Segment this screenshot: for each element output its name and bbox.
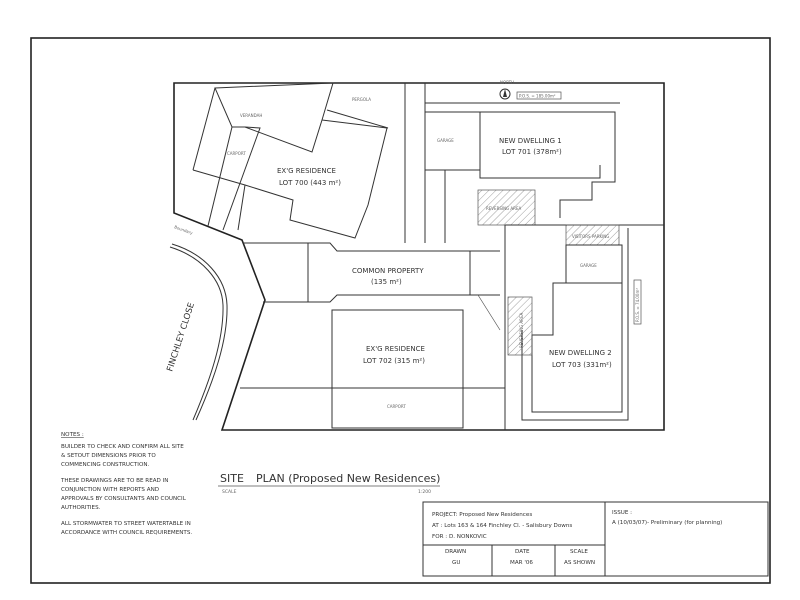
scale-value-block: AS SHOWN <box>564 560 595 566</box>
date-value: MAR '06 <box>510 560 533 566</box>
notes-heading: NOTES : <box>61 432 84 438</box>
note-line: COMMENCING CONSTRUCTION. <box>61 462 150 468</box>
common-property-title: COMMON PROPERTY <box>352 267 424 275</box>
scale-label: SCALE <box>222 489 237 495</box>
scale-value: 1:200 <box>418 489 431 495</box>
note-line: BUILDER TO CHECK AND CONFIRM ALL SITE <box>61 444 184 450</box>
reversing-area-2-label: REVERSING AREA <box>519 313 524 348</box>
lot-701: REVERSING AREA GARAGE NEW DWELLING 1 LOT… <box>424 83 620 243</box>
lot-703-area: LOT 703 (331m²) <box>552 361 612 369</box>
drawn-value: GU <box>452 560 460 566</box>
note-line: ACCORDANCE WITH COUNCIL REQUIREMENTS. <box>61 530 192 536</box>
drawing-title: SITE PLAN (Proposed New Residences) SCAL… <box>218 472 440 495</box>
reversing-area-2 <box>507 296 533 356</box>
pos-2-label: P.O.S. = 74.00m² <box>635 288 640 322</box>
boundary-label: Boundary <box>174 224 194 236</box>
pos-1-label: P.O.S. = 185.00m² <box>519 94 556 99</box>
drawn-label: DRAWN <box>445 549 466 555</box>
note-line: APPROVALS BY CONSULTANTS AND COUNCIL <box>61 496 187 502</box>
north-arrow: NORTH <box>499 80 514 100</box>
note-line: CONJUNCTION WITH REPORTS AND <box>61 487 159 493</box>
project-text: PROJECT: Proposed New Residences <box>432 512 532 518</box>
address-text: AT : Lots 163 & 164 Finchley Cl. - Salis… <box>432 523 572 529</box>
north-label: NORTH <box>500 80 514 85</box>
client-text: FOR : D. NONKOVIC <box>432 534 487 540</box>
road-name: FINCHLEY CLOSE <box>165 301 197 372</box>
note-line: AUTHORITIES. <box>61 505 101 511</box>
common-property-area: (135 m²) <box>371 278 402 286</box>
lot-702-title: EX'G RESIDENCE <box>366 345 425 353</box>
issue-text: A (10/03/07)- Preliminary (for planning) <box>612 520 722 526</box>
lot-700: VERANDAH PERGOLA CARPORT EX'G RESIDENCE … <box>174 82 406 243</box>
lot-703: VISITORS PARKING GARAGE REVERSING AREA N… <box>477 224 664 430</box>
note-line: ALL STORMWATER TO STREET WATERTABLE IN <box>61 521 191 527</box>
note-line: THESE DRAWINGS ARE TO BE READ IN <box>60 478 168 484</box>
scale-label-block: SCALE <box>570 549 588 555</box>
garage-1-label: GARAGE <box>437 138 454 143</box>
date-label: DATE <box>515 549 530 555</box>
carport-label: CARPORT <box>227 151 246 156</box>
lot-703-title: NEW DWELLING 2 <box>549 349 612 357</box>
title-block: PROJECT: Proposed New Residences AT : Lo… <box>422 501 769 577</box>
reversing-area-1-label: REVERSING AREA <box>486 206 521 211</box>
finchley-close-road <box>169 243 228 421</box>
lot-700-area: LOT 700 (443 m²) <box>279 179 341 187</box>
visitors-parking-label: VISITORS PARKING <box>572 234 609 239</box>
note-line: & SETOUT DIMENSIONS PRIOR TO <box>61 453 156 459</box>
lot-700-title: EX'G RESIDENCE <box>277 167 336 175</box>
lot-701-area: LOT 701 (378m²) <box>502 148 562 156</box>
issue-label: ISSUE : <box>612 510 632 516</box>
notes: NOTES : BUILDER TO CHECK AND CONFIRM ALL… <box>60 432 192 536</box>
lot-702-area: LOT 702 (315 m²) <box>363 357 425 365</box>
title-site: SITE <box>220 472 244 485</box>
title-plan: PLAN (Proposed New Residences) <box>256 472 440 485</box>
verandah-label: VERANDAH <box>240 113 262 118</box>
garage-2-label: GARAGE <box>580 263 597 268</box>
common-property: COMMON PROPERTY (135 m²) <box>243 242 500 303</box>
carport-702-label: CARPORT <box>387 404 406 409</box>
lot-702: EX'G RESIDENCE LOT 702 (315 m²) CARPORT <box>240 309 505 429</box>
reversing-area-1 <box>477 189 536 226</box>
sheet-border <box>30 37 771 584</box>
site-boundary <box>173 82 665 431</box>
lot-701-title: NEW DWELLING 1 <box>499 137 562 145</box>
pergola-label: PERGOLA <box>352 97 371 102</box>
